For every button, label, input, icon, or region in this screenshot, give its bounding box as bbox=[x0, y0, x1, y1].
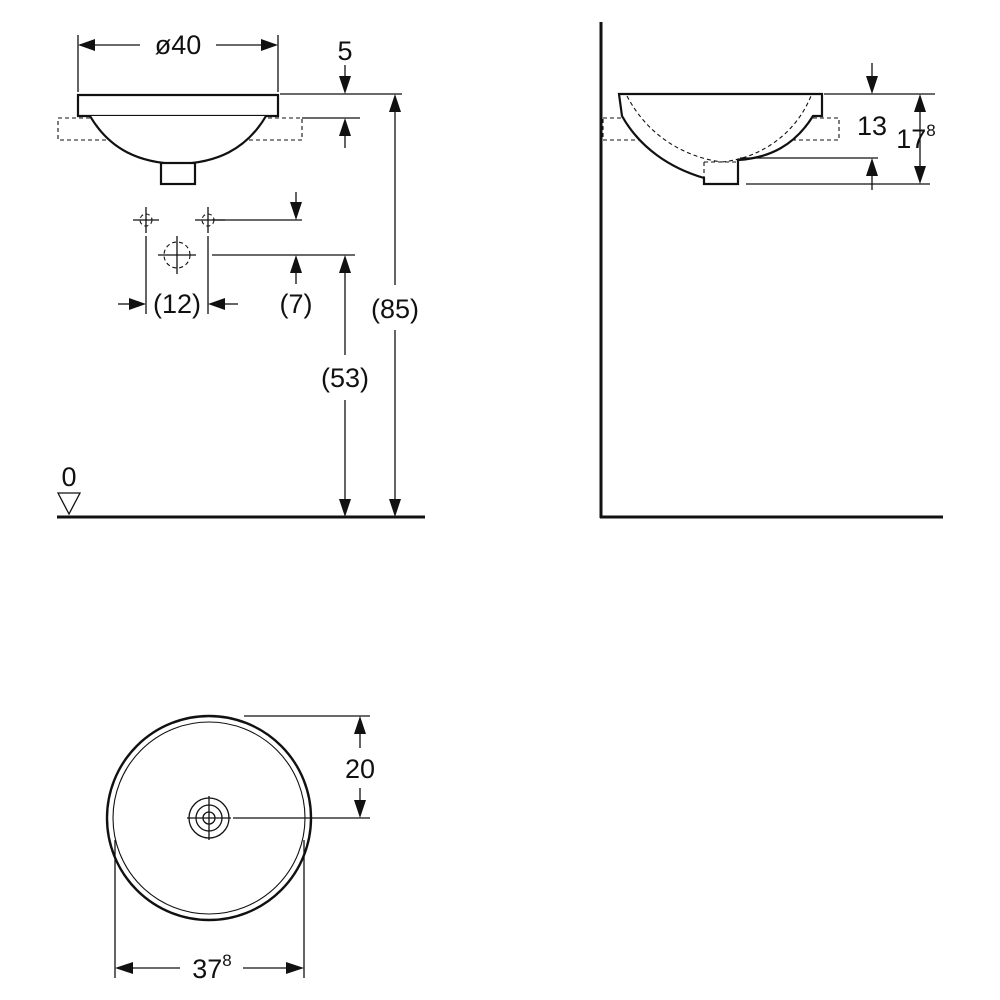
drain-offset-label: 20 bbox=[345, 754, 375, 784]
depth-dimension: 13 bbox=[740, 63, 935, 190]
tap-height-dimension: (53) bbox=[321, 255, 369, 517]
side-basin bbox=[617, 92, 824, 186]
top-view: 20 378 bbox=[105, 714, 375, 984]
tap-offset-dimension: (7) bbox=[212, 192, 355, 319]
floor-level: 0 bbox=[56, 462, 425, 519]
side-countertop-outline bbox=[602, 117, 840, 141]
top-width-label: 378 bbox=[192, 951, 232, 984]
height-dimension: 178 bbox=[896, 94, 936, 184]
tap-height-label: (53) bbox=[321, 363, 369, 393]
height-label: 178 bbox=[896, 121, 936, 154]
tap-holes bbox=[133, 207, 225, 274]
front-view: ø40 5 bbox=[56, 30, 425, 519]
width-dimension: ø40 bbox=[77, 30, 279, 92]
basin-bowl bbox=[89, 115, 267, 166]
total-height-label: (85) bbox=[371, 294, 419, 324]
rim-dimension: 5 bbox=[280, 36, 402, 148]
drain-icon bbox=[187, 796, 231, 840]
tap-spacing-dimension: (12) bbox=[118, 236, 238, 319]
width-label: ø40 bbox=[155, 30, 202, 60]
top-width-dimension: 378 bbox=[114, 840, 305, 984]
tap-offset-label: (7) bbox=[280, 289, 313, 319]
rim-label: 5 bbox=[337, 36, 352, 66]
tap-spacing-label: (12) bbox=[153, 289, 201, 319]
drain-outlet bbox=[159, 161, 197, 186]
depth-label: 13 bbox=[857, 111, 887, 141]
total-height-dimension: (85) bbox=[371, 94, 419, 517]
side-basin-inner bbox=[626, 95, 812, 163]
drain-offset-dimension: 20 bbox=[233, 715, 375, 819]
side-view: 13 178 bbox=[599, 22, 943, 519]
basin-rim bbox=[76, 93, 280, 118]
floor-level-label: 0 bbox=[61, 462, 76, 492]
